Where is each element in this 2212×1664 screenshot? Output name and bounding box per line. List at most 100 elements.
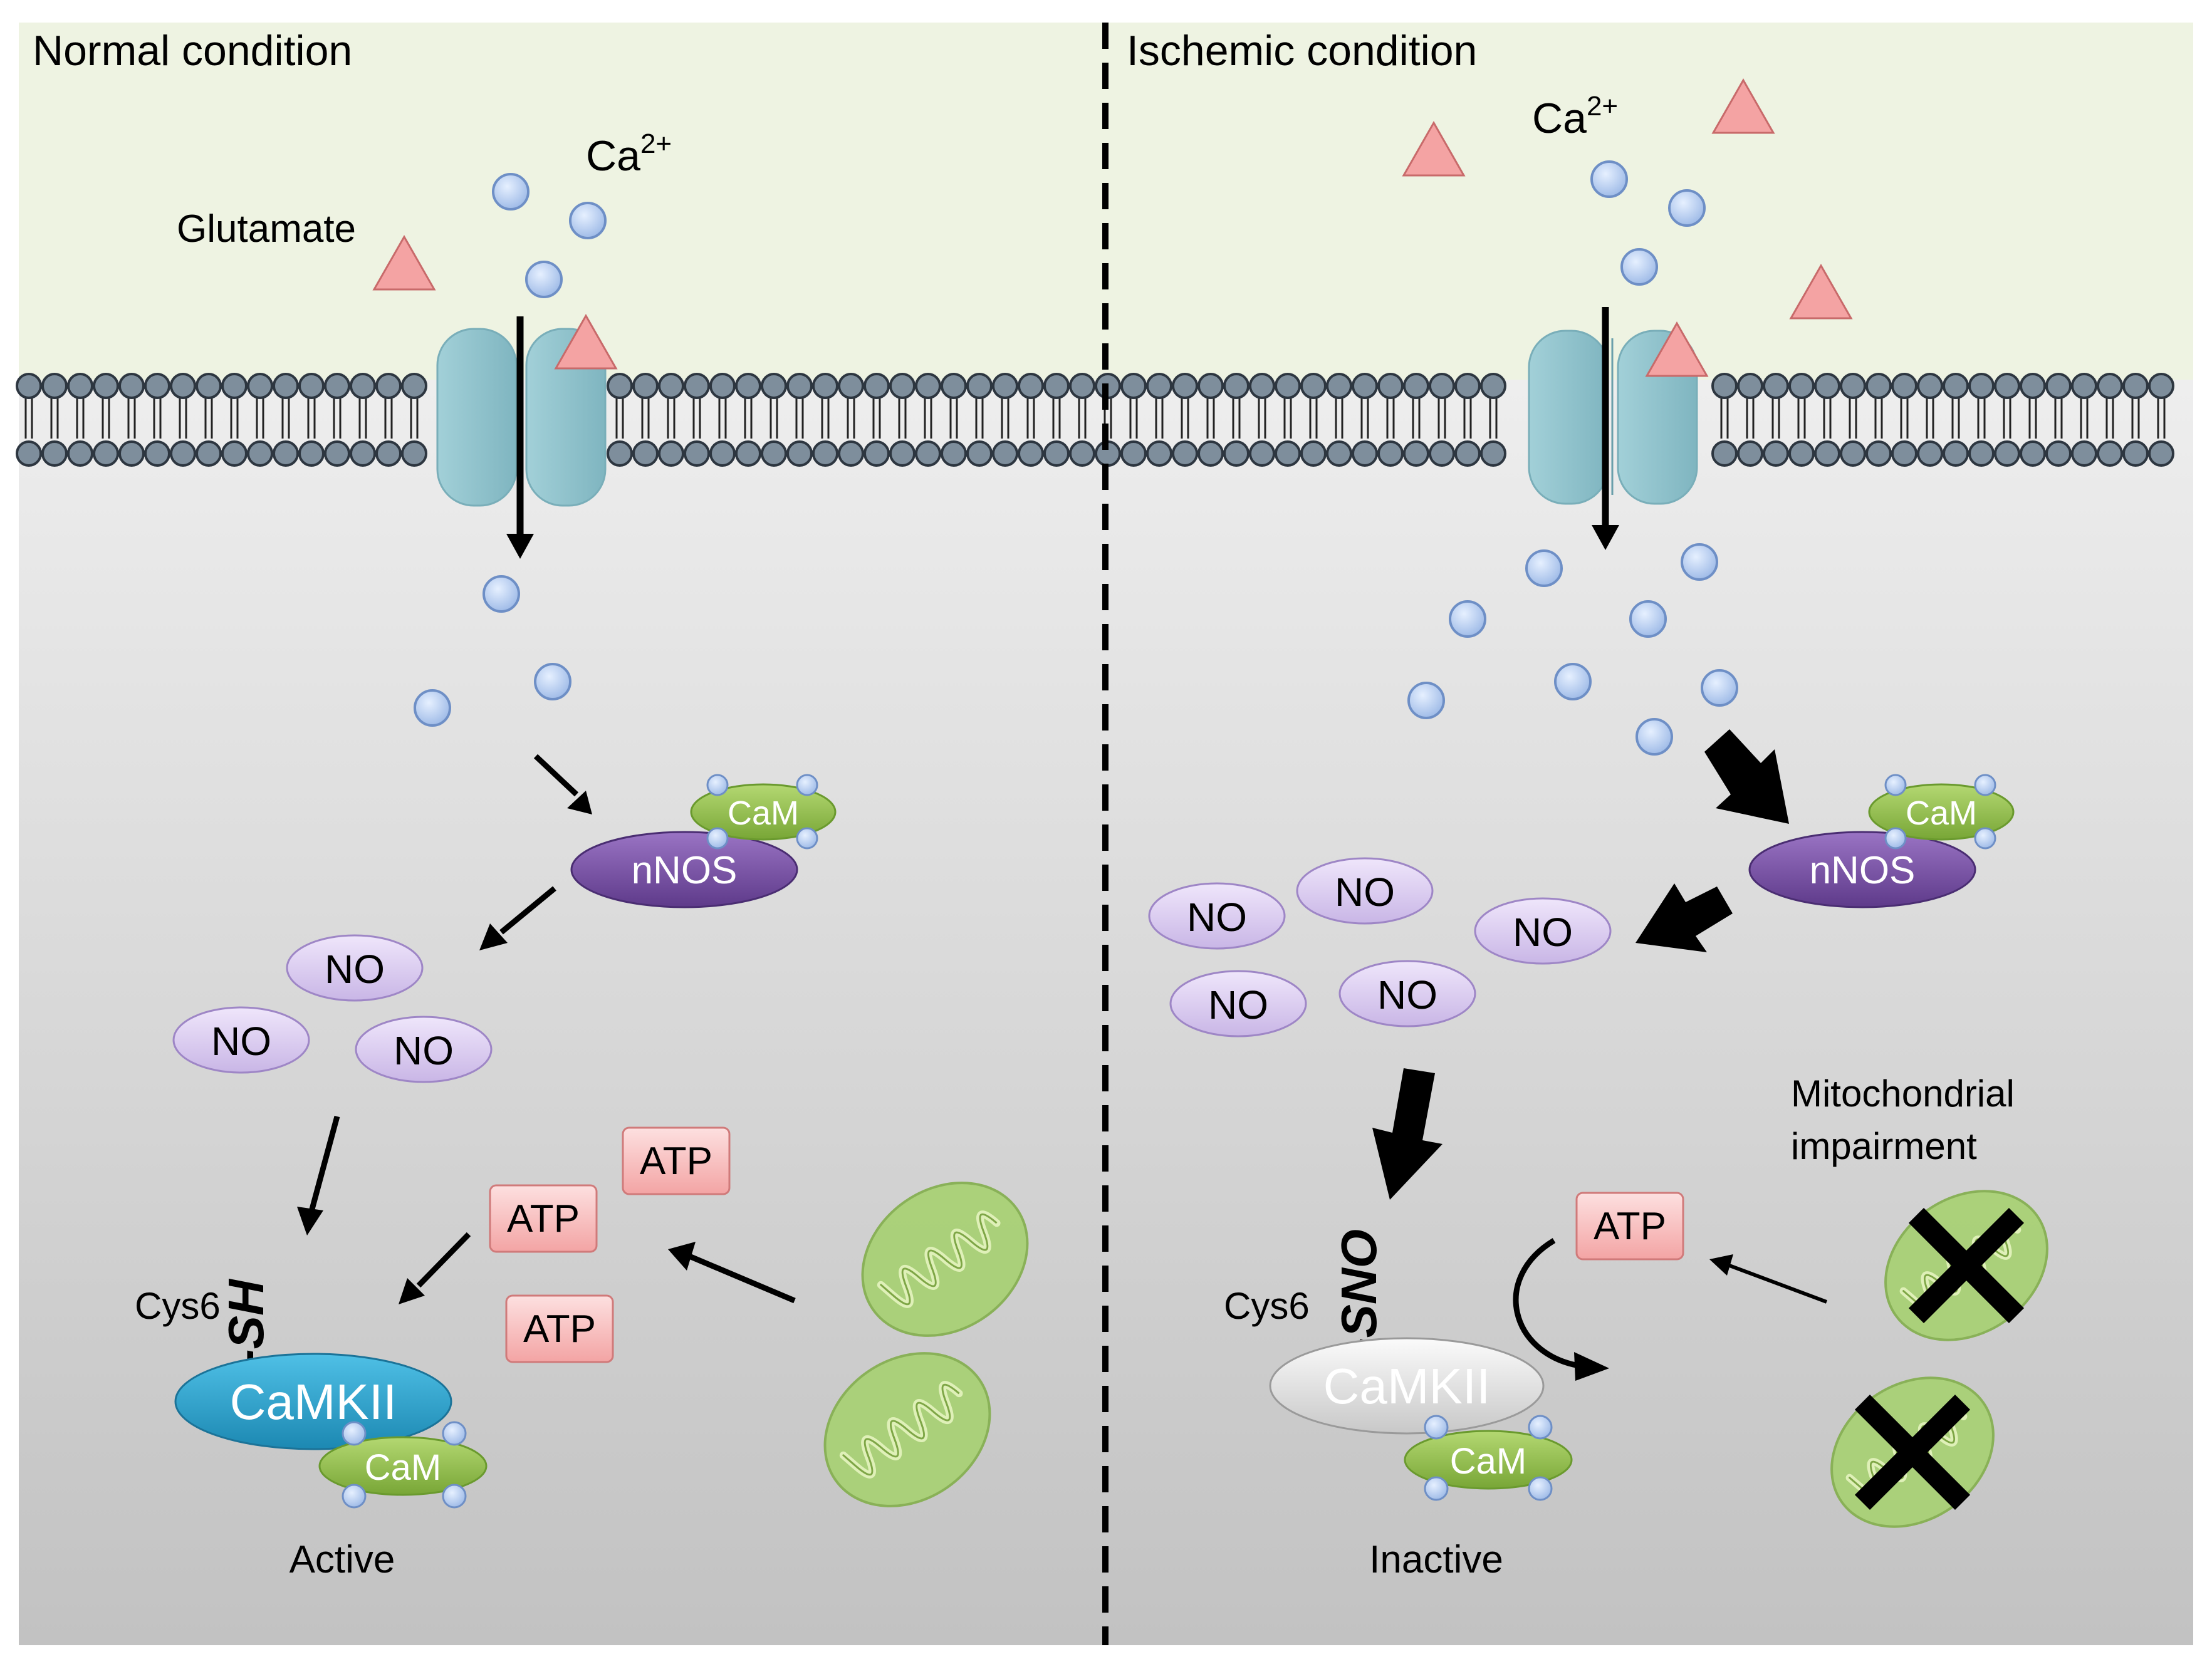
calmodulin-on-camkii-normal: CaM <box>318 1421 488 1509</box>
nmda-receptor-channel-normal <box>436 328 607 507</box>
calcium-ion <box>1620 248 1658 286</box>
snitrosylation-label: -SNO <box>1331 1229 1387 1355</box>
no-molecule: NO <box>1296 857 1434 925</box>
impaired-mitochondrion <box>1830 1376 1995 1528</box>
cys6-label-ischemic: Cys6 <box>1224 1285 1310 1327</box>
calcium-influx-arrowhead-ischemic <box>1592 525 1619 550</box>
calcium-label-ischemic: Ca2+ <box>1532 91 1618 142</box>
arrow-no-to-camkii-normal <box>309 1115 340 1210</box>
no-molecule: NO <box>1474 897 1612 965</box>
calcium-ion <box>1554 663 1592 700</box>
atp-molecule: ATP <box>505 1294 614 1363</box>
thick-arrow-no-to-camkii <box>1372 1068 1442 1200</box>
arrow-to-nnos-normal <box>533 754 579 797</box>
no-molecule: NO <box>172 1006 310 1074</box>
nnos-enzyme-ischemic <box>1748 831 1976 908</box>
calcium-ion <box>1636 718 1673 756</box>
calcium-ion <box>1525 549 1563 587</box>
svg-text:CaM: CaM <box>1450 1441 1526 1482</box>
calmodulin-on-nnos-normal: CaM <box>690 774 837 850</box>
calcium-ion <box>1701 669 1738 707</box>
arrow-no-to-camkii-normal-head <box>297 1207 323 1235</box>
camkii-label-normal: CaMKII <box>230 1374 397 1430</box>
impairment-cross-icon <box>1908 1207 2025 1324</box>
calcium-ion <box>1407 682 1445 719</box>
svg-text:ATP: ATP <box>523 1308 596 1351</box>
thick-arrow-to-nnos <box>1704 729 1789 824</box>
svg-text:NO: NO <box>1187 895 1247 940</box>
arrow-mito-to-atp-head <box>668 1242 696 1271</box>
calcium-ion <box>1629 600 1667 638</box>
svg-text:NO: NO <box>1208 982 1268 1027</box>
atp-molecule: ATP <box>622 1126 731 1195</box>
no-molecule: NO <box>1148 882 1286 950</box>
glutamate-molecule <box>1711 78 1775 134</box>
curved-arrow-atp-blocked-head <box>1574 1352 1609 1381</box>
nnos-label-normal: nNOS <box>632 849 738 892</box>
impairment-cross-icon <box>1854 1394 1971 1511</box>
arrow-atp-to-camkii <box>416 1232 471 1288</box>
calcium-ion <box>525 261 563 298</box>
active-state-label: Active <box>290 1538 395 1581</box>
arrow-nnos-to-no-normal-head <box>479 923 508 950</box>
no-molecule: NO <box>355 1016 493 1083</box>
svg-text:CaM: CaM <box>1906 794 1977 832</box>
atp-molecule-ischemic: ATP <box>1575 1192 1684 1261</box>
calmodulin-on-nnos-ischemic: CaM <box>1868 774 2015 850</box>
svg-text:CaM: CaM <box>728 794 799 832</box>
nnos-enzyme-normal <box>570 831 798 908</box>
glutamate-molecule <box>1645 321 1709 377</box>
calcium-ion <box>1681 543 1718 581</box>
atp-molecule: ATP <box>489 1184 598 1253</box>
arrow-atp-to-camkii-head <box>399 1278 425 1304</box>
calcium-ion <box>1590 160 1628 198</box>
no-molecule: NO <box>1338 960 1476 1027</box>
camkii-active <box>174 1353 452 1450</box>
camkii-label-ischemic: CaMKII <box>1323 1358 1491 1414</box>
arrow-to-nnos-normal-head <box>567 791 592 814</box>
calmodulin-on-camkii-ischemic: CaM <box>1404 1415 1573 1501</box>
glutamate-molecules <box>372 78 1853 377</box>
glutamate-label: Glutamate <box>177 207 356 251</box>
normal-condition-title: Normal condition <box>33 27 352 75</box>
svg-text:NO: NO <box>1377 972 1437 1017</box>
svg-text:ATP: ATP <box>640 1140 712 1183</box>
svg-text:ATP: ATP <box>507 1197 580 1240</box>
no-molecule: NO <box>1169 970 1307 1037</box>
inactive-state-label: Inactive <box>1369 1538 1503 1581</box>
ischemic-condition-title: Ischemic condition <box>1127 27 1477 75</box>
svg-text:CaM: CaM <box>365 1447 441 1488</box>
cys6-label-normal: Cys6 <box>135 1285 221 1327</box>
calcium-ions <box>414 160 1738 756</box>
svg-text:NO: NO <box>1513 910 1573 955</box>
calcium-ion <box>414 689 451 727</box>
nnos-label-ischemic: nNOS <box>1810 849 1916 892</box>
cell-membrane <box>16 373 2174 467</box>
calcium-ion <box>1449 600 1486 638</box>
mitochondrion <box>823 1352 991 1507</box>
calcium-ion <box>569 202 607 239</box>
mitochondria <box>823 1182 2048 1528</box>
thin-arrow-mito-to-atp <box>1728 1264 1828 1304</box>
svg-text:ATP: ATP <box>1594 1205 1666 1248</box>
arrow-mito-to-atp <box>688 1253 796 1304</box>
glutamate-molecule <box>372 234 436 291</box>
thin-arrow-mito-to-atp-head <box>1709 1254 1733 1276</box>
svg-text:NO: NO <box>325 947 385 992</box>
no-molecule: NO <box>286 934 424 1002</box>
calcium-influx-arrowhead-normal <box>506 534 534 559</box>
svg-text:NO: NO <box>394 1028 454 1073</box>
ischemic-panel: Ca2+ nNOS CaM NO NO NO <box>1148 91 2015 1581</box>
calcium-ion <box>1668 189 1706 227</box>
glutamate-molecule <box>554 313 618 370</box>
glutamate-molecule <box>1402 120 1466 177</box>
thick-arrow-nnos-to-no <box>1636 883 1733 952</box>
arrow-nnos-to-no-normal <box>499 886 556 935</box>
svg-text:NO: NO <box>1335 870 1395 915</box>
curved-arrow-atp-blocked <box>1513 1238 1580 1369</box>
calcium-ion <box>534 663 571 700</box>
mitochondrion <box>861 1182 1029 1337</box>
camkii-inactive <box>1269 1337 1545 1435</box>
